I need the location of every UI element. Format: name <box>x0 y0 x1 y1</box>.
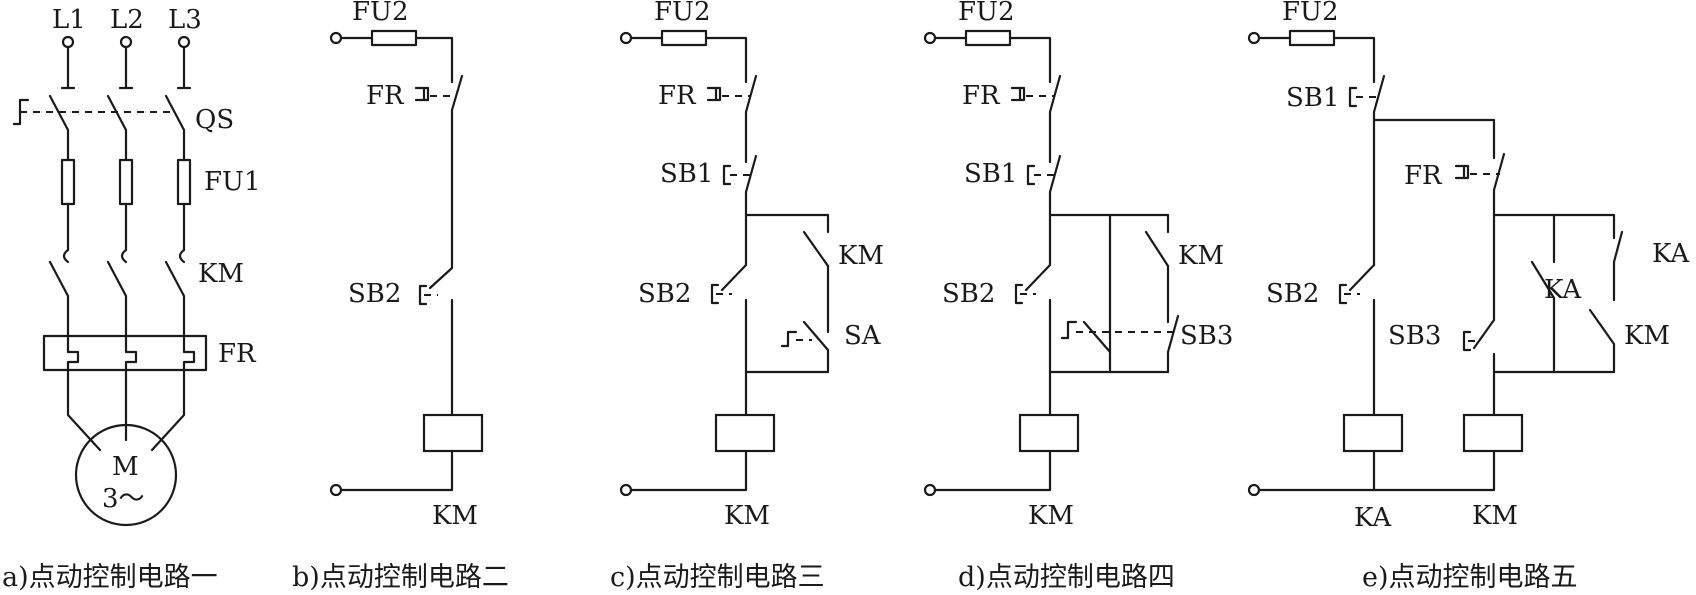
terminal-e-top <box>1247 31 1261 45</box>
label-l2: L2 <box>110 5 144 35</box>
coil-km-e <box>1462 413 1524 453</box>
contact-km-e <box>1588 308 1616 374</box>
terminal-d-top <box>923 31 937 45</box>
switch-sa-c <box>780 320 830 374</box>
circuit-a-main-power: L1 L2 L3 QS FU1 KM <box>12 5 261 527</box>
label-qs: QS <box>195 105 234 135</box>
circuit-e: FU2 SB1 FR KA SB2 KA <box>1247 0 1690 533</box>
label-km-e: KM <box>1624 321 1670 351</box>
label-ka-e: KA <box>1544 275 1582 305</box>
label-coil-km-e: KM <box>1472 501 1518 531</box>
label-coil-d: KM <box>1028 501 1074 531</box>
label-fu2-e: FU2 <box>1282 0 1339 27</box>
caption-c: c)点动控制电路三 <box>610 562 825 593</box>
pushbutton-sb3-d <box>1060 310 1180 374</box>
label-coil-ka-e: KA <box>1354 503 1392 533</box>
fuse-fu2-c <box>660 29 708 47</box>
label-fu2-c: FU2 <box>654 0 711 27</box>
terminal-l1 <box>61 35 75 49</box>
circuit-b: FU2 FR SB2 KM <box>329 0 484 531</box>
fuse-fu1 <box>60 158 192 252</box>
label-fr-c: FR <box>658 81 697 111</box>
label-km-main: KM <box>198 259 244 289</box>
label-sb2-e: SB2 <box>1266 279 1319 309</box>
pushbutton-sb1-c <box>722 148 758 217</box>
pushbutton-sb2-d <box>1014 213 1052 417</box>
terminal-c-bottom <box>619 483 633 497</box>
terminal-l2 <box>119 35 133 49</box>
label-coil-b: KM <box>432 501 478 531</box>
label-fr-b: FR <box>366 81 405 111</box>
fuse-fu2-e <box>1288 29 1336 47</box>
contact-ka-nc-e <box>1492 213 1624 302</box>
label-fu2-d: FU2 <box>958 0 1015 27</box>
label-sb3-d: SB3 <box>1180 321 1233 351</box>
terminal-b-bottom <box>329 483 343 497</box>
label-l1: L1 <box>52 5 86 35</box>
fuse-fu2-d <box>964 29 1012 47</box>
label-sb1-e: SB1 <box>1286 83 1339 113</box>
caption-b: b)点动控制电路二 <box>292 562 509 593</box>
fr-contact-d <box>1010 66 1062 152</box>
motor-phase-label: 3～ <box>102 484 145 514</box>
caption-e: e)点动控制电路五 <box>1362 562 1578 593</box>
label-sb2-d: SB2 <box>942 279 995 309</box>
circuit-c: FU2 FR SB1 SB2 KM <box>619 0 884 531</box>
switch-qs <box>12 45 192 162</box>
pushbutton-sb3-e <box>1462 213 1496 417</box>
motor-label: M <box>112 452 139 482</box>
fr-contact-b <box>414 66 464 270</box>
contact-ka-e <box>1530 213 1556 374</box>
label-sb3-e: SB3 <box>1388 321 1441 351</box>
terminal-b-top <box>329 31 343 45</box>
circuit-d: FU2 FR SB1 SB2 KM <box>923 0 1233 531</box>
contact-km-c <box>802 230 830 334</box>
caption-d: d)点动控制电路四 <box>958 562 1175 593</box>
coil-ka-e <box>1342 413 1404 453</box>
label-sb2-b: SB2 <box>348 279 401 309</box>
contact-km-d <box>1144 230 1170 314</box>
thermal-relay-fr <box>42 334 208 384</box>
label-fr-e: FR <box>1404 161 1443 191</box>
pushbutton-sb2-c <box>710 213 748 417</box>
label-ka-top-e: KA <box>1652 239 1690 269</box>
contactor-km-main <box>48 248 186 342</box>
label-sb1-d: SB1 <box>964 159 1017 189</box>
pushbutton-sb1-d <box>1026 148 1062 217</box>
coil-km-c <box>714 413 776 453</box>
caption-a: a)点动控制电路一 <box>2 562 218 593</box>
label-coil-c: KM <box>724 501 770 531</box>
terminal-l3 <box>177 35 191 49</box>
label-fu1: FU1 <box>204 167 261 197</box>
label-km-c: KM <box>838 241 884 271</box>
label-sb1-c: SB1 <box>660 159 713 189</box>
pushbutton-sb1-e <box>1348 66 1386 122</box>
coil-km-b <box>422 413 484 453</box>
terminal-d-bottom <box>923 483 937 497</box>
label-fu2-b: FU2 <box>352 0 409 27</box>
fr-contact-c <box>706 66 758 152</box>
label-l3: L3 <box>168 5 202 35</box>
terminal-e-bottom <box>1247 483 1261 497</box>
pushbutton-sb2-b <box>418 266 454 417</box>
label-sa-c: SA <box>844 321 882 351</box>
fr-contact-e <box>1454 148 1506 217</box>
label-fr-d: FR <box>962 81 1001 111</box>
terminal-c-top <box>619 31 633 45</box>
label-sb2-c: SB2 <box>638 279 691 309</box>
label-km-d: KM <box>1178 241 1224 271</box>
coil-km-d <box>1018 413 1080 453</box>
label-fr-main: FR <box>218 339 257 369</box>
pushbutton-sb2-e <box>1338 263 1376 417</box>
motor <box>66 380 186 527</box>
fuse-fu2-b <box>370 29 418 47</box>
